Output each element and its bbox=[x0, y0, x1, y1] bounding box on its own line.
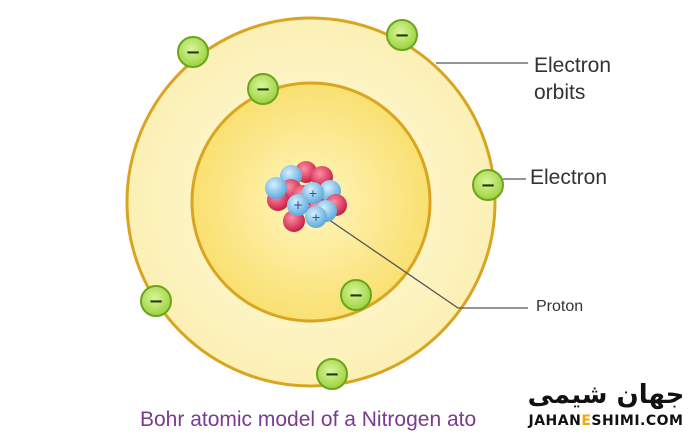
watermark-logo-text: جهان شیمی bbox=[527, 380, 685, 410]
nucleus: + + + bbox=[265, 161, 347, 232]
electron-outer-4: − bbox=[140, 285, 172, 317]
proton-sign: + bbox=[311, 211, 320, 224]
electron-outer-2: − bbox=[386, 19, 418, 51]
svg-text:−: − bbox=[255, 79, 270, 100]
electron-inner-2: − bbox=[340, 279, 372, 311]
proton-sign: + bbox=[293, 198, 303, 212]
electron-orbits-label: Electron orbits bbox=[534, 54, 612, 104]
svg-text:−: − bbox=[480, 175, 495, 196]
proton bbox=[265, 177, 287, 199]
electron-outer-1: − bbox=[177, 36, 209, 68]
watermark-logo: جهان شیمی JAHANESHIMI.COM bbox=[516, 378, 696, 438]
proton-sign: + bbox=[308, 187, 317, 200]
electron-outer-5: − bbox=[316, 358, 348, 390]
diagram-caption: Bohr atomic model of a Nitrogen ato bbox=[140, 408, 477, 431]
svg-text:−: − bbox=[348, 285, 363, 306]
watermark-site: JAHANESHIMI.COM bbox=[528, 413, 684, 429]
proton bbox=[302, 182, 324, 204]
svg-text:−: − bbox=[185, 42, 200, 63]
electron-inner-1: − bbox=[247, 73, 279, 105]
electron-outer-3: − bbox=[472, 169, 504, 201]
svg-text:−: − bbox=[148, 291, 163, 312]
svg-text:−: − bbox=[394, 25, 409, 46]
svg-text:−: − bbox=[324, 364, 339, 385]
electron-label: Electron bbox=[530, 166, 608, 189]
proton-leader-line bbox=[321, 214, 528, 309]
proton bbox=[287, 194, 309, 216]
proton bbox=[305, 206, 327, 228]
proton-label: Proton bbox=[536, 298, 584, 315]
